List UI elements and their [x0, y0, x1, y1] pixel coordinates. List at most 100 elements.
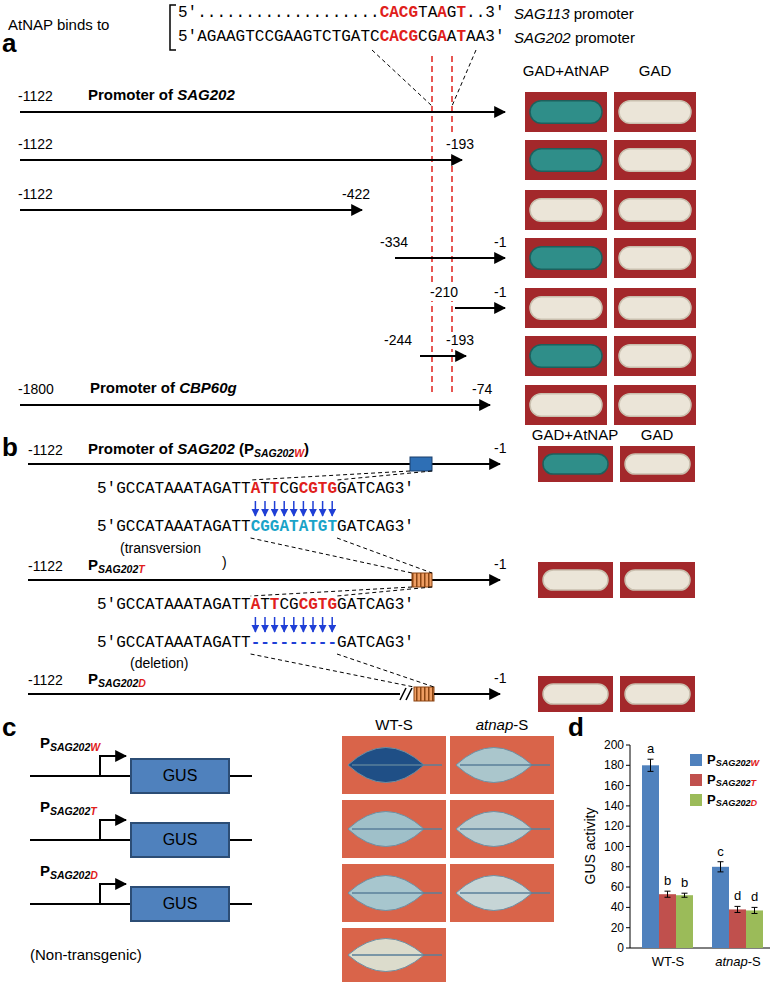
construct-name: PSAG202W [40, 734, 100, 753]
terminator-line [230, 839, 252, 841]
promoter-name: SAG202 promoter [514, 29, 635, 47]
plate-photo [525, 190, 607, 230]
yeast-streak [619, 101, 691, 123]
legend-item: PSAG202D [690, 792, 757, 808]
mutation-arrow [322, 501, 324, 516]
yeast-streak [543, 570, 608, 590]
leader-dash [337, 538, 432, 573]
yeast-streak [530, 345, 602, 367]
position-number: -1122 [18, 88, 53, 105]
position-number: -244 [384, 332, 412, 349]
position-number: -210 [430, 284, 458, 301]
error-bar [667, 891, 668, 897]
plate-photo [538, 446, 613, 482]
sequence: 5'GCCATAAATAGATTCGGATATGTGATCAG3' [97, 518, 414, 537]
mutation-arrow [274, 617, 276, 632]
leader-dash [337, 471, 432, 480]
leader-dash [337, 587, 432, 596]
error-bar [720, 862, 721, 872]
column-header: GAD+AtNAP [532, 426, 618, 444]
category-label: WT-S [652, 954, 685, 970]
construct-name: PSAG202D [88, 670, 146, 689]
break-mark [406, 688, 412, 700]
break-mark [400, 688, 406, 700]
mutation-arrow [312, 501, 314, 516]
plate-photo [620, 446, 695, 482]
mutated-site-box [412, 573, 432, 587]
binding-note: AtNAP binds to [8, 16, 109, 34]
plate-photo [614, 190, 696, 230]
bar [642, 765, 659, 948]
transcription-start-arrow [100, 884, 126, 904]
sequence: 5'GCCATAAATAGATT---------GATCAG3' [97, 634, 414, 653]
mutation-arrow [293, 501, 295, 516]
plate-photo [525, 288, 607, 328]
bracket [170, 5, 176, 50]
bar [676, 895, 693, 948]
leader-dash [251, 471, 410, 480]
terminator-line [230, 775, 252, 777]
axis-tick [626, 765, 630, 766]
error-cap [752, 913, 758, 914]
plate-photo [538, 676, 613, 712]
yeast-streak [619, 345, 691, 367]
leaf-midrib [352, 954, 442, 956]
transcription-start-arrow [100, 756, 126, 776]
significance-letter: b [681, 876, 688, 892]
axis-tick [626, 785, 630, 786]
photo-background [450, 864, 554, 922]
photo-background [342, 864, 446, 922]
position-number: -1 [494, 556, 506, 573]
position-number: -1800 [18, 381, 54, 398]
position-number: -1 [494, 284, 506, 301]
yeast-streak [543, 454, 608, 474]
axis-tick-label: 60 [611, 880, 624, 894]
legend-swatch [690, 754, 702, 766]
plate-photo [614, 238, 696, 278]
position-number: -1122 [28, 672, 63, 689]
leaf-midrib [460, 828, 550, 830]
yeast-streak [543, 684, 608, 704]
promoter-arrow [434, 693, 500, 695]
panel-letter: d [568, 712, 584, 743]
axis-tick-label: 180 [604, 758, 624, 772]
position-number: -1 [494, 670, 506, 687]
position-number: -1122 [18, 136, 53, 153]
deleted-site-box [414, 687, 434, 701]
promoter-arrow [20, 159, 462, 161]
axis-tick-label: 0 [617, 941, 624, 955]
sequence: 5'AGAAGTCCGAAGTCTGATCCACGCGAATAA3' [178, 28, 504, 47]
node-text: GUS [163, 831, 198, 849]
terminator-line [230, 903, 252, 905]
significance-letter: b [664, 874, 671, 890]
axis-tick [626, 826, 630, 827]
sequence: 5'...................CACGTAAGT..3' [178, 4, 504, 23]
promoter-arrow [20, 111, 505, 113]
reporter-box: GUS [130, 822, 230, 858]
mutation-arrow [322, 617, 324, 632]
mutation-arrow [283, 501, 285, 516]
promoter-name: SAG113 promoter [514, 5, 634, 23]
position-number: -1 [494, 234, 506, 251]
plate-photo [525, 238, 607, 278]
plate-photo [525, 336, 607, 376]
promoter-name: Promoter of CBP60g [90, 379, 237, 397]
mutation-arrow [255, 501, 257, 516]
legend-text: PSAG202D [707, 792, 757, 808]
promoter-name: Promoter of SAG202 [88, 86, 235, 104]
genotype-header: atnap-S [476, 716, 529, 734]
position-number: -193 [446, 332, 474, 349]
axis-tick [626, 927, 630, 928]
significance-letter: d [734, 889, 741, 905]
node-text: GUS [163, 895, 198, 913]
control-label: (Non-transgenic) [30, 946, 142, 964]
leaf-midrib [352, 828, 442, 830]
significance-letter: d [751, 890, 758, 906]
axis-tick-label: 200 [604, 738, 624, 752]
stray-mark: ) [222, 554, 227, 571]
photo-background [342, 800, 446, 858]
leaf-midrib [460, 892, 550, 894]
leader-dash [337, 654, 434, 687]
sequence: 5'GCCATAAATAGATTATTCGCGTGGATCAG3' [97, 480, 414, 499]
transcription-start-arrow [100, 820, 126, 840]
